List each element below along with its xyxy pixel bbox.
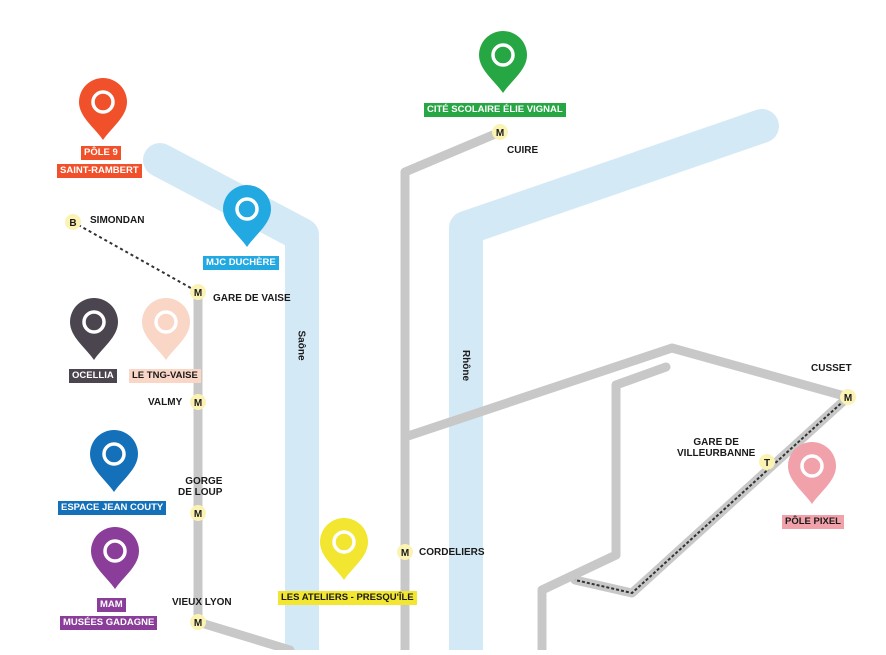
station-marker-valmy	[190, 394, 206, 410]
place-tag-pole-pixel[interactable]: PÔLE PIXEL	[782, 515, 844, 529]
station-symbol: M	[401, 548, 409, 559]
station-gare-de-vaise[interactable]: M	[190, 284, 206, 300]
station-vieux-lyon[interactable]: M	[190, 614, 206, 630]
place-tag-espace-jean-couty[interactable]: ESPACE JEAN COUTY	[58, 501, 167, 515]
station-label-cordeliers: CORDELIERS	[419, 547, 485, 558]
rivers	[143, 109, 779, 655]
river-label-saone: Saône	[295, 330, 307, 361]
station-marker-cusset	[840, 389, 856, 405]
station-marker-gorge-de-loup	[190, 505, 206, 521]
rhone-river	[449, 109, 779, 655]
station-label-gare-de-vaise: GARE DE VAISE	[213, 293, 291, 304]
place-tag-les-ateliers-presquile[interactable]: LES ATELIERS - PRESQU'ÎLE	[278, 591, 417, 605]
station-label-simondan: SIMONDAN	[90, 215, 145, 226]
saone-river	[143, 143, 319, 655]
place-tag-mam[interactable]: MAM	[97, 598, 126, 612]
station-symbol: T	[764, 458, 770, 469]
station-valmy[interactable]: M	[190, 394, 206, 410]
place-tag-saint-rambert[interactable]: SAINT-RAMBERT	[57, 164, 142, 178]
station-cordeliers[interactable]: M	[397, 544, 413, 560]
place-tag-le-tng-vaise[interactable]: LE TNG-VAISE	[129, 369, 201, 383]
map-pin-icon[interactable]	[90, 430, 138, 492]
place-tag-mjc-duchere[interactable]: MJC DUCHÈRE	[203, 256, 279, 270]
station-gorge-de-loup[interactable]: M	[190, 505, 206, 521]
map-pin-icon[interactable]	[320, 518, 368, 580]
place-tag-pole-9[interactable]: PÔLE 9	[81, 146, 121, 160]
station-cuire[interactable]: M	[492, 124, 508, 140]
station-marker-gare-de-vaise	[190, 284, 206, 300]
tram-line-south	[537, 362, 671, 655]
station-marker-vieux-lyon	[190, 614, 206, 630]
station-marker-cuire	[492, 124, 508, 140]
map-pin-icon[interactable]	[223, 185, 271, 247]
map-pin-icon[interactable]	[70, 298, 118, 360]
station-label-vieux-lyon: VIEUX LYON	[172, 597, 232, 608]
station-label-cusset: CUSSET	[811, 363, 852, 374]
tram-line-east	[400, 343, 853, 442]
rail-line-dashes	[574, 396, 849, 595]
place-tag-ocellia[interactable]: OCELLIA	[69, 369, 117, 383]
place-tag-cite-scolaire[interactable]: CITÉ SCOLAIRE ÉLIE VIGNAL	[424, 103, 566, 117]
station-label-valmy: VALMY	[148, 397, 183, 408]
station-marker-simondan	[65, 214, 81, 230]
station-simondan[interactable]: B	[65, 214, 81, 230]
station-marker-cordeliers	[397, 544, 413, 560]
station-symbol: M	[194, 618, 202, 629]
river-label-rhone: Rhône	[460, 349, 472, 382]
station-symbol: M	[194, 398, 202, 409]
metro-line-c	[400, 127, 505, 655]
map-pin-icon[interactable]	[91, 527, 139, 589]
station-symbol: M	[194, 509, 202, 520]
map-pin-icon[interactable]	[142, 298, 190, 360]
map-pin-icon[interactable]	[79, 78, 127, 140]
map-pin-icon[interactable]	[479, 31, 527, 93]
station-symbol: B	[69, 218, 76, 229]
station-cusset[interactable]: M	[840, 389, 856, 405]
station-symbol: M	[194, 288, 202, 299]
station-gare-de-villeurbanne[interactable]: T	[759, 454, 775, 470]
place-tag-musees-gadagne[interactable]: MUSÉES GADAGNE	[60, 616, 158, 630]
map-pin-icon[interactable]	[788, 442, 836, 504]
bus-connector	[72, 221, 199, 293]
station-symbol: M	[844, 393, 852, 404]
station-label-cuire: CUIRE	[507, 145, 539, 156]
station-symbol: M	[496, 128, 504, 139]
station-label-gorge-de-loup: GORGE DE LOUP	[178, 476, 223, 498]
station-marker-gare-de-villeurbanne	[759, 454, 775, 470]
station-label-gare-de-villeurbanne: GARE DE VILLEURBANNE	[677, 437, 756, 459]
